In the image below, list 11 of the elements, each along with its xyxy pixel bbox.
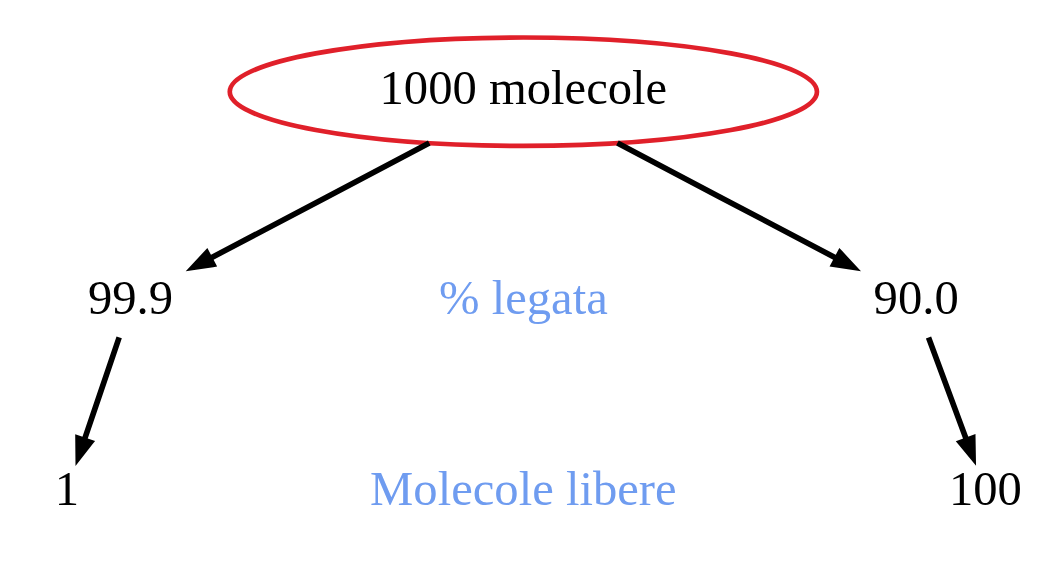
arrow	[616, 140, 861, 271]
arrow	[185, 140, 431, 271]
arrow	[75, 336, 122, 466]
label: Molecole libere	[370, 461, 677, 516]
node-text: 100	[948, 461, 1022, 516]
node-text: 90.0	[873, 270, 959, 325]
arrow	[925, 335, 977, 466]
label: % legata	[438, 270, 608, 325]
node-ellipse: 1000 molecole	[227, 34, 820, 148]
node-text: 99.9	[88, 270, 174, 325]
node-text: 1	[54, 461, 80, 516]
